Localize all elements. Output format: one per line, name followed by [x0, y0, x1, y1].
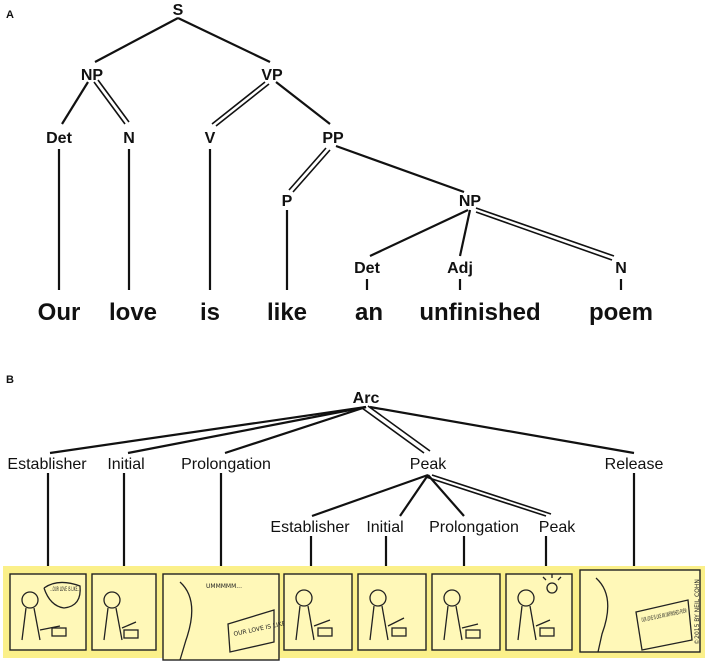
node-adj: Adj: [447, 260, 473, 277]
word-love: love: [109, 299, 157, 326]
node-initial: Initial: [107, 456, 144, 473]
word-poem: poem: [589, 299, 653, 326]
word-our: Our: [38, 299, 81, 326]
node-pp: PP: [322, 130, 344, 147]
comic-frame-1: ...OUR LOVE IS LIKE...: [9, 573, 87, 651]
word-unfinished: unfinished: [419, 299, 540, 326]
comic-frame-2: [91, 573, 157, 651]
word-is: is: [200, 299, 220, 326]
node-np2: NP: [459, 193, 482, 210]
node-n2: N: [615, 260, 627, 277]
node-s: S: [173, 2, 184, 19]
node-release: Release: [605, 456, 664, 473]
node-det: Det: [46, 130, 72, 147]
node-establisher: Establisher: [7, 456, 87, 473]
word-an: an: [355, 299, 383, 326]
credit-text: ©2015 BY NEIL COHN: [694, 579, 701, 645]
node-prolongation: Prolongation: [181, 456, 271, 473]
node-sub-initial: Initial: [366, 519, 403, 536]
comic-frame-3: UMMMMM... OUR LOVE IS LIKE: [162, 573, 287, 661]
node-v: V: [205, 130, 216, 147]
node-np: NP: [81, 67, 104, 84]
node-sub-prolongation: Prolongation: [429, 519, 519, 536]
panel-b-tag: B: [6, 374, 14, 386]
word-like: like: [267, 299, 307, 326]
comic-frame-5: [357, 573, 427, 651]
node-n: N: [123, 130, 135, 147]
node-arc: Arc: [353, 390, 380, 407]
panel-a-tag: A: [6, 9, 14, 21]
comic-strip: ...OUR LOVE IS LIKE... UMMMMM... OUR LOV…: [3, 566, 705, 661]
bubble-3-text: UMMMMM...: [206, 583, 242, 590]
comic-frame-4: [283, 573, 353, 651]
node-det2: Det: [354, 260, 380, 277]
node-sub-peak: Peak: [539, 519, 576, 536]
node-sub-establisher: Establisher: [270, 519, 350, 536]
comic-frame-8: OUR LOVE IS LIKE AN UNFINISHED POEM ©201…: [579, 569, 701, 653]
node-peak: Peak: [410, 456, 447, 473]
syntax-tree-edges: [57, 17, 623, 290]
lightbulb-icon: [546, 582, 558, 594]
bubble-1-text: ...OUR LOVE IS LIKE...: [50, 586, 80, 593]
comic-frame-6: [431, 573, 501, 651]
narrative-tree-edges: [46, 405, 636, 572]
comic-frame-7: [505, 573, 573, 651]
node-vp: VP: [261, 67, 283, 84]
node-p: P: [282, 193, 293, 210]
